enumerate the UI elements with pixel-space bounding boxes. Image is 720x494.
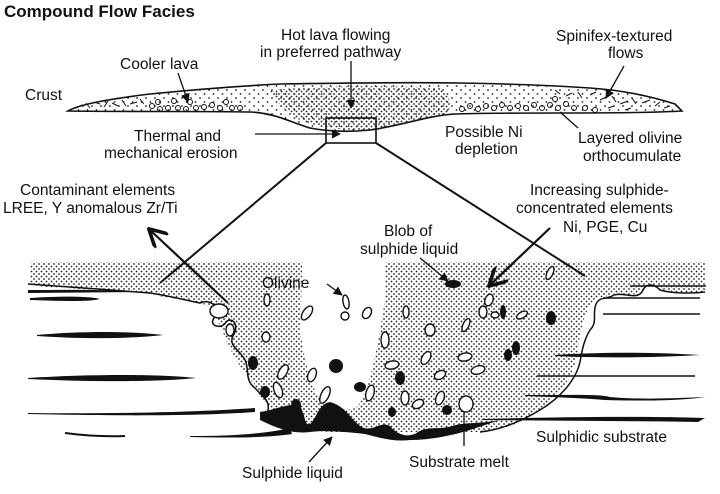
label-sulphidic-substrate: Sulphidic substrate (536, 429, 667, 446)
label-olivine: Olivine (262, 275, 309, 292)
label-sulphide-conc-3: Ni, PGE, Cu (563, 219, 647, 236)
label-sulphide-conc-2: concentrated elements (516, 200, 673, 217)
label-crust: Crust (25, 87, 63, 104)
lower-enlarged-section (27, 227, 706, 441)
zoom-line-right (375, 142, 586, 277)
label-olivine-ortho-2: orthocumulate (583, 148, 681, 165)
label-sulphide-liquid: Sulphide liquid (242, 465, 343, 482)
sulphide-liquid-pointer (308, 436, 333, 463)
label-substrate-melt: Substrate melt (409, 454, 510, 471)
right-erosion-contact (479, 284, 706, 433)
spinifex-pointer (605, 65, 625, 99)
cooler-lava-pointer (177, 72, 190, 103)
label-blob-1: Blob of (384, 223, 433, 240)
sulphide-concentration-arrow (490, 227, 551, 285)
spinifex-texture-right (554, 89, 671, 111)
substrate-layers-right (482, 285, 706, 422)
spinifex-texture-left (75, 98, 145, 109)
label-sulphide-conc-1: Increasing sulphide- (530, 182, 669, 199)
central-gap (302, 262, 385, 410)
zoom-line-left (159, 142, 327, 284)
label-spinifex-2: flows (608, 45, 644, 62)
label-blob-2: sulphide liquid (360, 241, 458, 258)
label-contaminant-1: Contaminant elements (20, 182, 175, 199)
hot-lava-channel (270, 86, 450, 131)
label-cooler-lava: Cooler lava (120, 56, 199, 73)
olivine-pointer (326, 283, 343, 296)
orthocumulate-olivines (459, 96, 598, 113)
olivine-ortho-pointer (559, 111, 579, 129)
label-erosion-1: Thermal and (134, 128, 221, 145)
label-erosion-2: mechanical erosion (104, 145, 238, 162)
sulphide-blobs (248, 280, 556, 417)
label-contaminant-2: LREE, Y anomalous Zr/Ti (3, 200, 178, 217)
label-hot-lava-2: in preferred pathway (260, 44, 402, 61)
contaminant-arrow (150, 230, 229, 304)
label-olivine-ortho-1: Layered olivine (578, 130, 682, 147)
label-ni-depletion-1: Possible Ni (445, 124, 523, 141)
label-hot-lava-1: Hot lava flowing (281, 27, 390, 44)
upper-flow-section (65, 81, 684, 144)
label-spinifex-1: Spinifex-textured (556, 28, 672, 45)
label-ni-depletion-2: depletion (455, 141, 518, 158)
cooler-lava-olivines (149, 98, 243, 112)
blob-pointer (419, 257, 449, 282)
melt-channel-body (30, 262, 705, 432)
olivine-crystals (209, 265, 555, 413)
diagram-title: Compound Flow Facies (4, 2, 195, 21)
zoom-box (325, 117, 377, 144)
basal-sulphide-liquid (260, 402, 500, 441)
